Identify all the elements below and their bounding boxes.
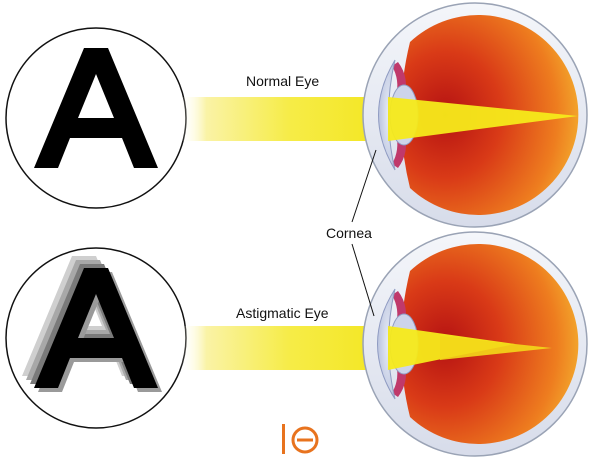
normal-eye-label: Normal Eye [246, 73, 319, 89]
astigmatic-eye-group: Astigmatic Eye [5, 231, 588, 457]
cornea-leader-top [351, 149, 377, 223]
astigmatic-cornea [377, 288, 396, 400]
normal-light-beam [180, 97, 400, 141]
cornea-label: Cornea [326, 225, 372, 241]
normal-eye-group: Normal Eye [5, 2, 588, 228]
astigmatic-focused-beam-2 [440, 336, 552, 360]
brand-logo [282, 424, 319, 454]
astigmatic-letter-a [22, 256, 162, 392]
astigmatic-eye-label: Astigmatic Eye [236, 305, 329, 321]
cornea-leader-bottom [351, 243, 375, 317]
cornea-callout: Cornea [326, 149, 377, 317]
logo-bar [282, 424, 285, 454]
normal-focused-beam [388, 97, 578, 141]
normal-cornea [378, 59, 396, 171]
astigmatic-light-beam [180, 326, 400, 370]
normal-letter-a [34, 48, 158, 168]
logo-ring [291, 426, 319, 454]
